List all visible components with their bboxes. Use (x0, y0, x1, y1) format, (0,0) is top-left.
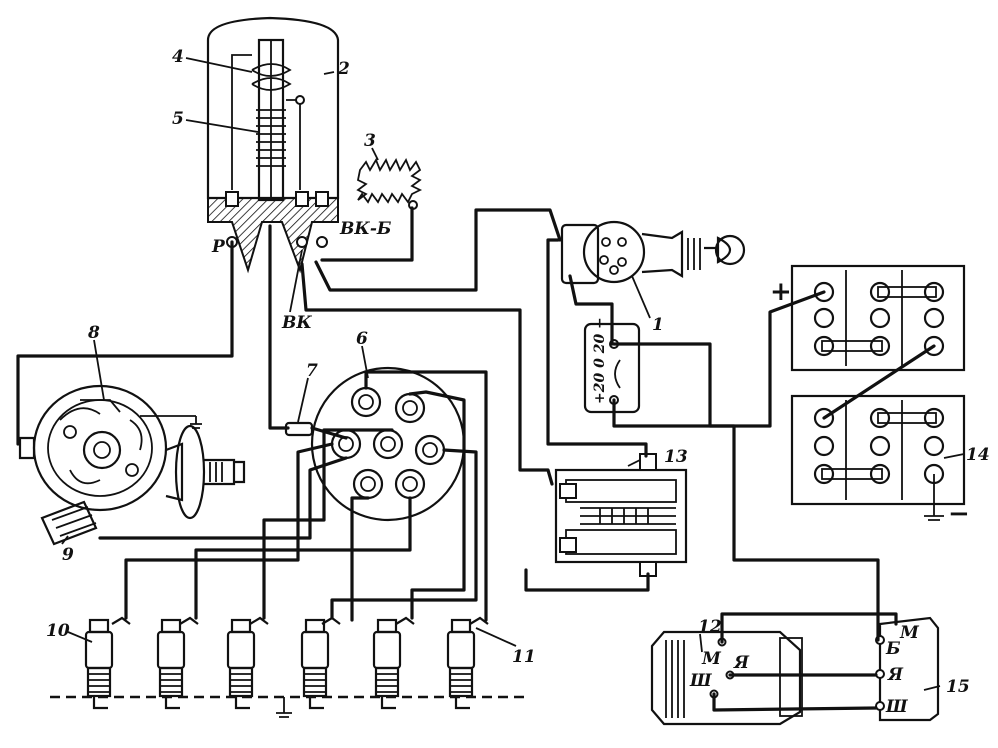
distributor (18, 384, 246, 520)
regulator-terminal-ya-label: Я (887, 665, 904, 685)
battery-minus-label: − (948, 499, 970, 529)
cap-terminal (394, 392, 426, 424)
callout-3: 3 (364, 131, 376, 151)
spark-plug (226, 618, 256, 710)
callout-12: 12 (698, 617, 722, 637)
coil-terminal-p-label: Р (211, 237, 226, 257)
callout-4: 4 (172, 47, 184, 67)
callout-9: 9 (62, 545, 74, 565)
cap-center-terminal (372, 428, 404, 460)
callout-7: 7 (306, 361, 318, 381)
starter-relay (554, 453, 688, 577)
callout-6: 6 (356, 329, 368, 349)
callout-13: 13 (664, 447, 688, 467)
callout-11: 11 (512, 647, 536, 667)
regulator-terminal-m-label: М (899, 623, 920, 643)
battery-plus-label: + (770, 277, 792, 307)
leader-lines (61, 57, 965, 691)
ignition-switch (560, 220, 746, 285)
battery-lower (790, 394, 966, 506)
callout-1: 1 (652, 315, 664, 335)
callout-14: 14 (966, 445, 990, 465)
spark-plug (84, 618, 114, 710)
cap-terminal (414, 434, 446, 466)
coil-terminal-vkb-label: ВК-Б (339, 219, 392, 239)
wiring (16, 206, 898, 712)
generator (650, 630, 803, 726)
cap-terminal (350, 386, 382, 418)
cap-terminal (394, 468, 426, 500)
callout-8: 8 (87, 323, 100, 343)
secondary-winding (256, 109, 286, 167)
regulator-terminal-b-label: Б (885, 639, 901, 659)
regulator-terminal-sh-label: Ш (885, 697, 909, 717)
battery-upper (790, 264, 966, 372)
callout-2: 2 (337, 59, 350, 79)
callout-15: 15 (946, 677, 970, 697)
ammeter: +20 0 20 − (583, 317, 641, 414)
spark-plug (446, 618, 476, 710)
generator-terminal-ya-label: Я (733, 653, 750, 673)
suppressor-resistor (284, 421, 314, 437)
spark-plug (300, 618, 330, 710)
spark-plugs (84, 618, 476, 710)
callout-5: 5 (172, 109, 184, 129)
spark-plug (156, 618, 186, 710)
additional-resistor (356, 157, 423, 204)
callout-10: 10 (46, 621, 70, 641)
coil-terminal-vk-label: ВК (281, 313, 312, 333)
distributor-cap (310, 366, 466, 522)
generator-terminal-m-label: М (701, 649, 722, 669)
capacitor (40, 500, 98, 546)
spark-plug (372, 618, 402, 710)
ignition-coil (206, 16, 340, 274)
ammeter-scale: +20 0 20 − (592, 317, 608, 404)
cap-terminal (352, 468, 384, 500)
generator-terminal-sh-label: Ш (689, 671, 713, 691)
